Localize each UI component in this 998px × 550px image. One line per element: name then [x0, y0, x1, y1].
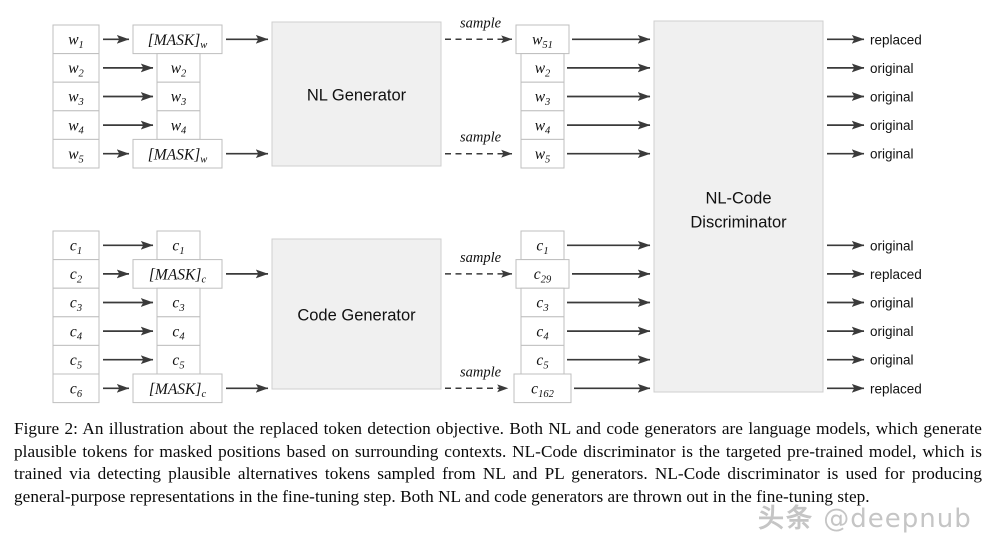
nl-sampled-token-5-rect	[520, 138, 565, 169]
code-masked-token-5: c5	[156, 344, 201, 375]
code-input-token-2: c2	[52, 259, 100, 289]
nl-generator-block-label-0: NL Generator	[307, 87, 407, 105]
nl-sample-label-2: sample	[460, 130, 502, 146]
code-masked-token-6: [MASK]c	[132, 373, 223, 404]
nl-output-label-1: replaced	[870, 32, 922, 47]
nl-input-token-5: w5	[52, 138, 100, 169]
code-input-token-3-rect	[52, 287, 100, 318]
nl-code-discriminator-block-label-0: NL-Code	[705, 190, 771, 208]
nl-input-token-2: w2	[52, 53, 100, 83]
nl-input-token-5-rect	[52, 138, 100, 169]
code-masked-token-2-label: [MASK]c	[149, 267, 207, 286]
diagram-canvas: NL-CodeDiscriminatorw1w2w3w4w5[MASK]ww2w…	[52, 15, 922, 404]
code-sampled-token-6: c162	[513, 373, 572, 404]
nl-masked-token-5-rect	[132, 138, 223, 169]
code-input-token-1: c1	[52, 230, 100, 261]
nl-code-discriminator-block-label-1: Discriminator	[690, 214, 787, 232]
code-output-label-4: original	[870, 324, 914, 339]
code-sampled-token-4: c4	[520, 316, 565, 346]
code-sampled-token-6-rect	[513, 373, 572, 404]
code-input-token-3: c3	[52, 287, 100, 318]
nl-input-token-1-rect	[52, 24, 100, 55]
code-sampled-token-2-rect	[515, 259, 570, 289]
nl-masked-token-1: [MASK]w	[132, 24, 223, 55]
nl-output-label-3: original	[870, 90, 914, 105]
nl-input-token-4: w4	[52, 110, 100, 140]
code-generator-block-label-0: Code Generator	[297, 307, 416, 325]
code-output-label-6: replaced	[870, 381, 922, 396]
code-sampled-token-5-rect	[520, 344, 565, 375]
nl-sampled-token-1-rect	[515, 24, 570, 55]
nl-masked-token-5-label: [MASK]w	[148, 146, 208, 165]
code-masked-token-5-rect	[156, 344, 201, 375]
code-masked-token-6-label: [MASK]c	[149, 381, 207, 400]
code-input-token-5: c5	[52, 344, 100, 375]
code-masked-token-3: c3	[156, 287, 201, 318]
nl-masked-token-1-label: [MASK]w	[148, 32, 208, 51]
nl-sample-label-1: sample	[460, 15, 502, 31]
code-sampled-token-5: c5	[520, 344, 565, 375]
nl-output-label-4: original	[870, 118, 914, 133]
code-input-token-1-rect	[52, 230, 100, 261]
nl-sampled-token-4-rect	[520, 110, 565, 140]
code-sampled-token-1: c1	[520, 230, 565, 261]
nl-sampled-token-3: w3	[520, 81, 565, 112]
code-generator-block: Code Generator	[271, 238, 442, 390]
figure-caption: Figure 2: An illustration about the repl…	[14, 419, 982, 507]
code-sample-label-2: sample	[460, 364, 502, 380]
nl-masked-token-3-rect	[156, 81, 201, 112]
nl-masked-token-5: [MASK]w	[132, 138, 223, 169]
nl-sampled-token-2: w2	[520, 53, 565, 83]
code-sample-label-1: sample	[460, 250, 502, 266]
code-input-token-6-rect	[52, 373, 100, 404]
nl-sampled-token-4: w4	[520, 110, 565, 140]
code-masked-token-2: [MASK]c	[132, 259, 223, 289]
nl-input-token-1: w1	[52, 24, 100, 55]
code-masked-token-1: c1	[156, 230, 201, 261]
nl-masked-token-4-rect	[156, 110, 201, 140]
code-generator-block-rect	[271, 238, 442, 390]
nl-sampled-token-1: w51	[515, 24, 570, 55]
code-masked-token-2-rect	[132, 259, 223, 289]
nl-sampled-token-2-rect	[520, 53, 565, 83]
nl-sampled-token-3-rect	[520, 81, 565, 112]
code-sampled-token-3: c3	[520, 287, 565, 318]
nl-output-label-2: original	[870, 61, 914, 76]
code-sampled-token-1-rect	[520, 230, 565, 261]
code-input-token-4-rect	[52, 316, 100, 346]
nl-generator-block: NL Generator	[271, 21, 442, 167]
code-output-label-3: original	[870, 296, 914, 311]
code-output-label-5: original	[870, 353, 914, 368]
code-masked-token-3-rect	[156, 287, 201, 318]
code-sampled-token-4-rect	[520, 316, 565, 346]
code-input-token-5-rect	[52, 344, 100, 375]
nl-output-label-5: original	[870, 147, 914, 162]
nl-generator-block-rect	[271, 21, 442, 167]
code-masked-token-4-rect	[156, 316, 201, 346]
code-output-label-1: original	[870, 238, 914, 253]
code-input-token-4: c4	[52, 316, 100, 346]
nl-input-token-2-rect	[52, 53, 100, 83]
nl-input-token-3: w3	[52, 81, 100, 112]
code-output-label-2: replaced	[870, 267, 922, 282]
nl-masked-token-4: w4	[156, 110, 201, 140]
nl-code-discriminator-block-rect	[653, 20, 824, 393]
nl-sampled-token-5: w5	[520, 138, 565, 169]
code-sampled-token-3-rect	[520, 287, 565, 318]
code-input-token-6: c6	[52, 373, 100, 404]
nl-masked-token-3: w3	[156, 81, 201, 112]
code-masked-token-4: c4	[156, 316, 201, 346]
code-sampled-token-2: c29	[515, 259, 570, 289]
code-masked-token-6-rect	[132, 373, 223, 404]
nl-masked-token-2-rect	[156, 53, 201, 83]
code-input-token-2-rect	[52, 259, 100, 289]
nl-masked-token-2: w2	[156, 53, 201, 83]
